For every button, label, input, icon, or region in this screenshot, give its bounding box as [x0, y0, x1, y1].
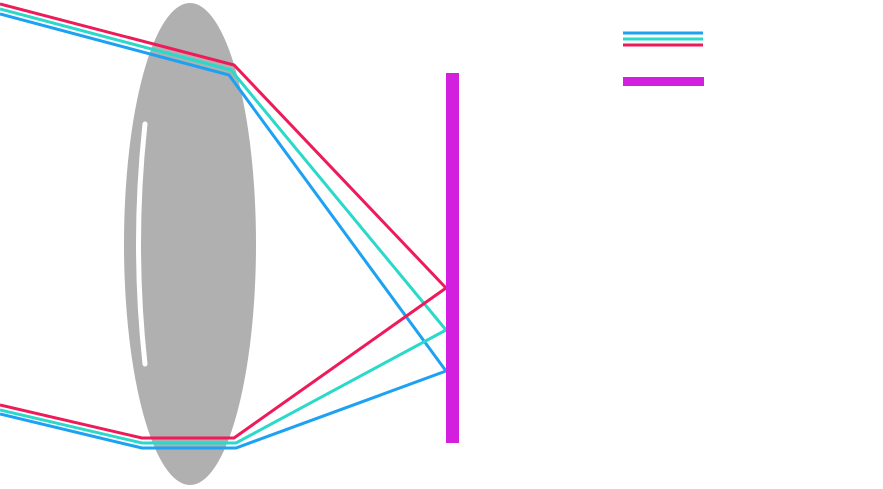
legend [623, 31, 704, 86]
legend-rays-symbol [623, 31, 703, 47]
sensor-bar [446, 73, 459, 443]
lower-ray-cyan [0, 328, 447, 445]
legend-sensor-symbol [623, 77, 704, 86]
lower-ray-blue [0, 369, 447, 450]
lower-ray-red [0, 286, 447, 440]
upper-ray-cyan [0, 7, 448, 331]
lens [124, 3, 256, 485]
upper-ray-red [0, 2, 448, 290]
lens-highlight [136, 121, 148, 367]
upper-ray-blue [0, 12, 448, 372]
